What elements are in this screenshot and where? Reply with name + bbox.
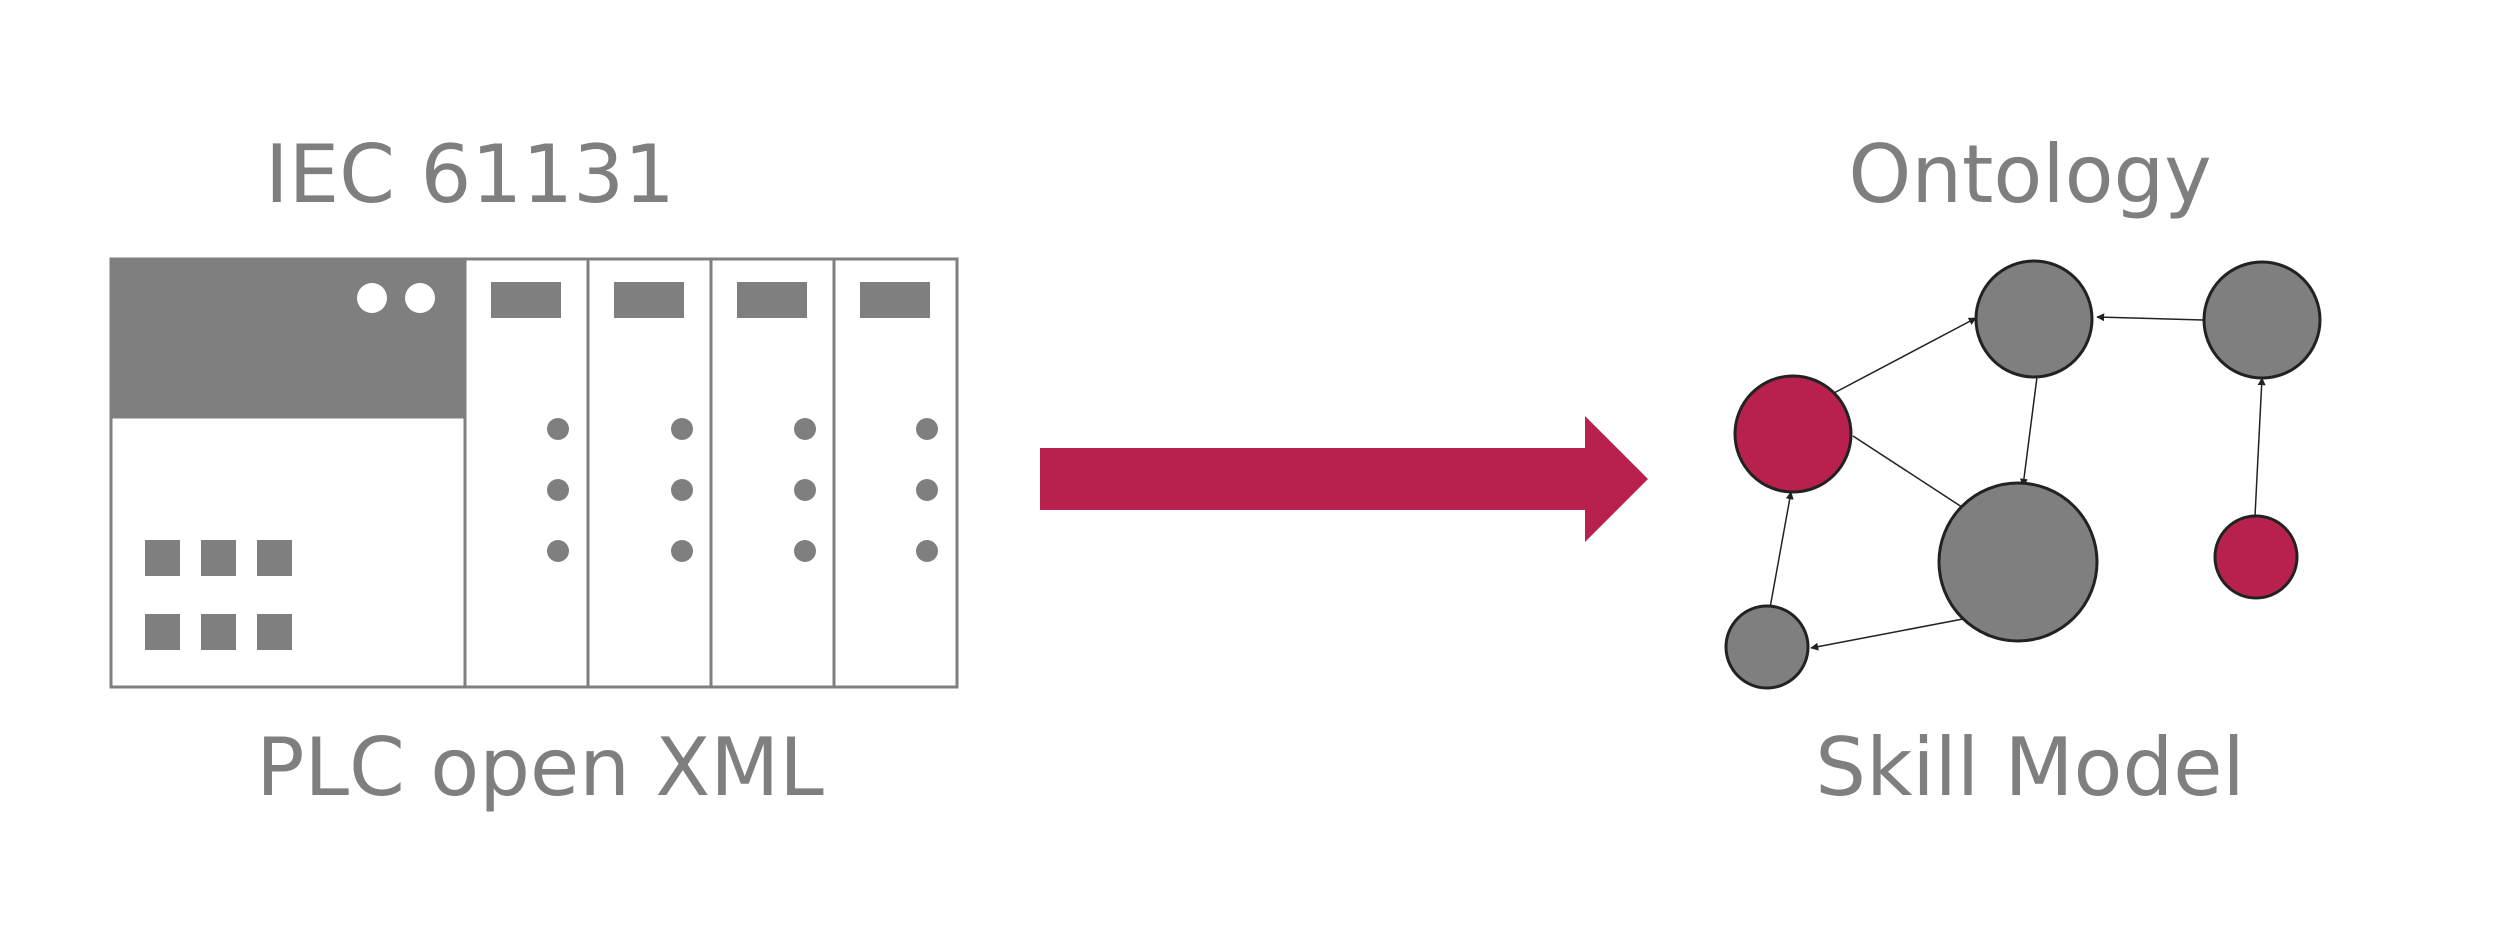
plc-open-xml-label: PLC open XML	[256, 721, 824, 814]
iec-61131-label: IEC 61131	[265, 128, 675, 221]
plc-module-label	[737, 282, 807, 318]
plc-io-led	[671, 540, 693, 562]
plc-cpu-square	[145, 540, 180, 576]
plc-cpu-square	[257, 540, 292, 576]
plc-cpu-square	[145, 614, 180, 650]
plc-cpu-led	[405, 283, 435, 313]
graph-edge	[1810, 618, 1964, 651]
plc-io-led	[916, 418, 938, 440]
plc-cpu-led	[357, 283, 387, 313]
graph-node	[1724, 604, 1810, 690]
skill-model-label: Skill Model	[1815, 721, 2245, 814]
graph-node	[2202, 260, 2322, 380]
graph-node	[1937, 481, 2099, 643]
plc-io-led	[794, 418, 816, 440]
plc-cpu-square	[201, 614, 236, 650]
graph-edge	[1769, 491, 1794, 609]
plc-module-label	[860, 282, 930, 318]
plc-module-label	[491, 282, 561, 318]
plc-io-led	[547, 479, 569, 501]
plc-rack-icon	[109, 257, 959, 689]
ontology-edges	[1769, 313, 2266, 651]
ontology-label: Ontology	[1848, 128, 2212, 221]
graph-node-highlight	[1733, 374, 1853, 494]
plc-io-led	[916, 540, 938, 562]
graph-edge	[2254, 377, 2266, 517]
plc-io-led	[671, 418, 693, 440]
graph-edge	[2019, 376, 2038, 487]
ontology-nodes	[1724, 259, 2322, 690]
plc-io-led	[671, 479, 693, 501]
plc-cpu-header	[111, 259, 465, 417]
plc-module-label	[614, 282, 684, 318]
graph-edge	[2096, 313, 2204, 322]
transform-arrow	[1040, 416, 1648, 542]
plc-io-led	[547, 540, 569, 562]
graph-node-highlight	[2213, 514, 2299, 600]
graph-edge	[1852, 435, 1969, 512]
plc-cpu-square	[257, 614, 292, 650]
plc-io-led	[794, 540, 816, 562]
plc-cpu-square	[201, 540, 236, 576]
plc-io-led	[794, 479, 816, 501]
plc-io-led	[916, 479, 938, 501]
graph-edge	[1833, 317, 1977, 394]
graph-node	[1974, 259, 2094, 379]
plc-io-led	[547, 418, 569, 440]
